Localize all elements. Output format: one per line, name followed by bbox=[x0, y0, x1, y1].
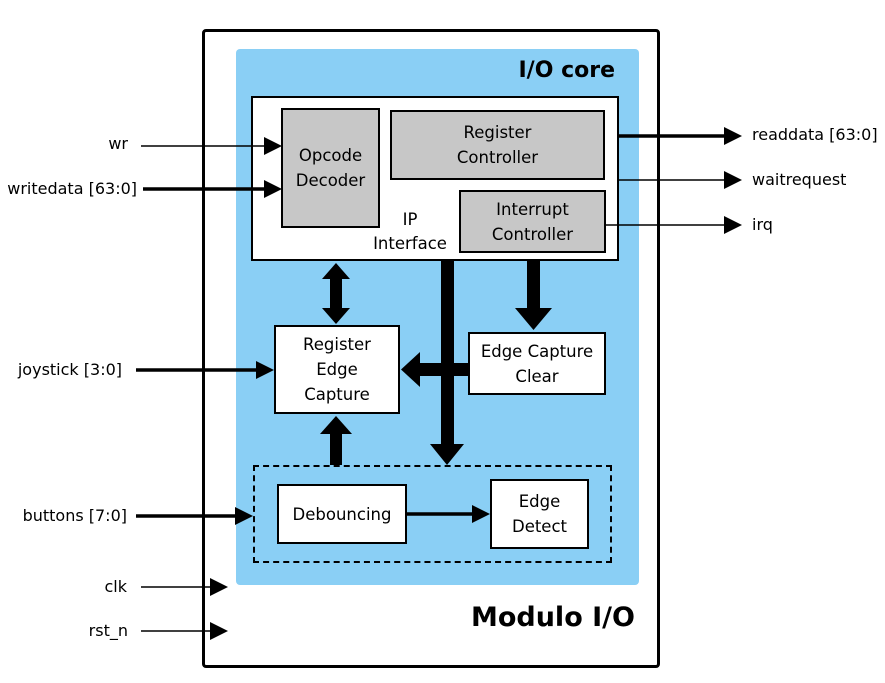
joystick-wire bbox=[136, 361, 274, 379]
wr-wire bbox=[141, 137, 282, 155]
rst-n-wire bbox=[141, 622, 228, 640]
irq-wire bbox=[606, 216, 742, 234]
signal-label-joystick: joystick [3:0] bbox=[17, 360, 122, 379]
signal-label-clk: clk bbox=[104, 577, 127, 596]
ip-to-edge-capture-bidir-arrow bbox=[322, 263, 350, 324]
edge-detection-group bbox=[253, 465, 612, 563]
waitrequest-wire bbox=[619, 171, 742, 189]
clk-wire bbox=[141, 578, 228, 596]
signal-label-rst-n: rst_n bbox=[88, 621, 128, 640]
module-title: Modulo I/O bbox=[470, 602, 635, 633]
main-bus-arrow bbox=[430, 261, 464, 465]
register-controller-block: Register Controller bbox=[390, 110, 605, 180]
irq-to-clear-arrow bbox=[515, 261, 552, 330]
readdata-wire bbox=[619, 127, 742, 145]
edge-capture-clear-block: Edge Capture Clear bbox=[468, 332, 606, 395]
group-to-edge-capture-arrow bbox=[320, 416, 352, 465]
signal-label-wr: wr bbox=[108, 134, 128, 153]
signal-label-waitrequest: waitrequest bbox=[752, 170, 847, 189]
signal-label-buttons: buttons [7:0] bbox=[22, 506, 127, 525]
debouncing-block: Debouncing bbox=[277, 484, 407, 544]
io-core-title: I/O core bbox=[518, 58, 615, 83]
bus-to-edge-capture-arrow bbox=[401, 352, 468, 387]
interrupt-controller-block: Interrupt Controller bbox=[459, 190, 606, 253]
edge-detect-block: Edge Detect bbox=[490, 479, 589, 549]
signal-label-readdata: readdata [63:0] bbox=[752, 125, 878, 144]
ip-interface-label: IP Interface bbox=[373, 210, 447, 253]
buttons-wire bbox=[136, 507, 253, 525]
signal-label-irq: irq bbox=[752, 215, 773, 234]
debounce-to-detect-arrow bbox=[407, 505, 490, 523]
writedata-wire bbox=[143, 180, 282, 198]
signal-label-writedata: writedata [63:0] bbox=[7, 179, 137, 198]
register-edge-capture-block: Register Edge Capture bbox=[274, 325, 400, 414]
opcode-decoder-block: Opcode Decoder bbox=[281, 108, 380, 228]
